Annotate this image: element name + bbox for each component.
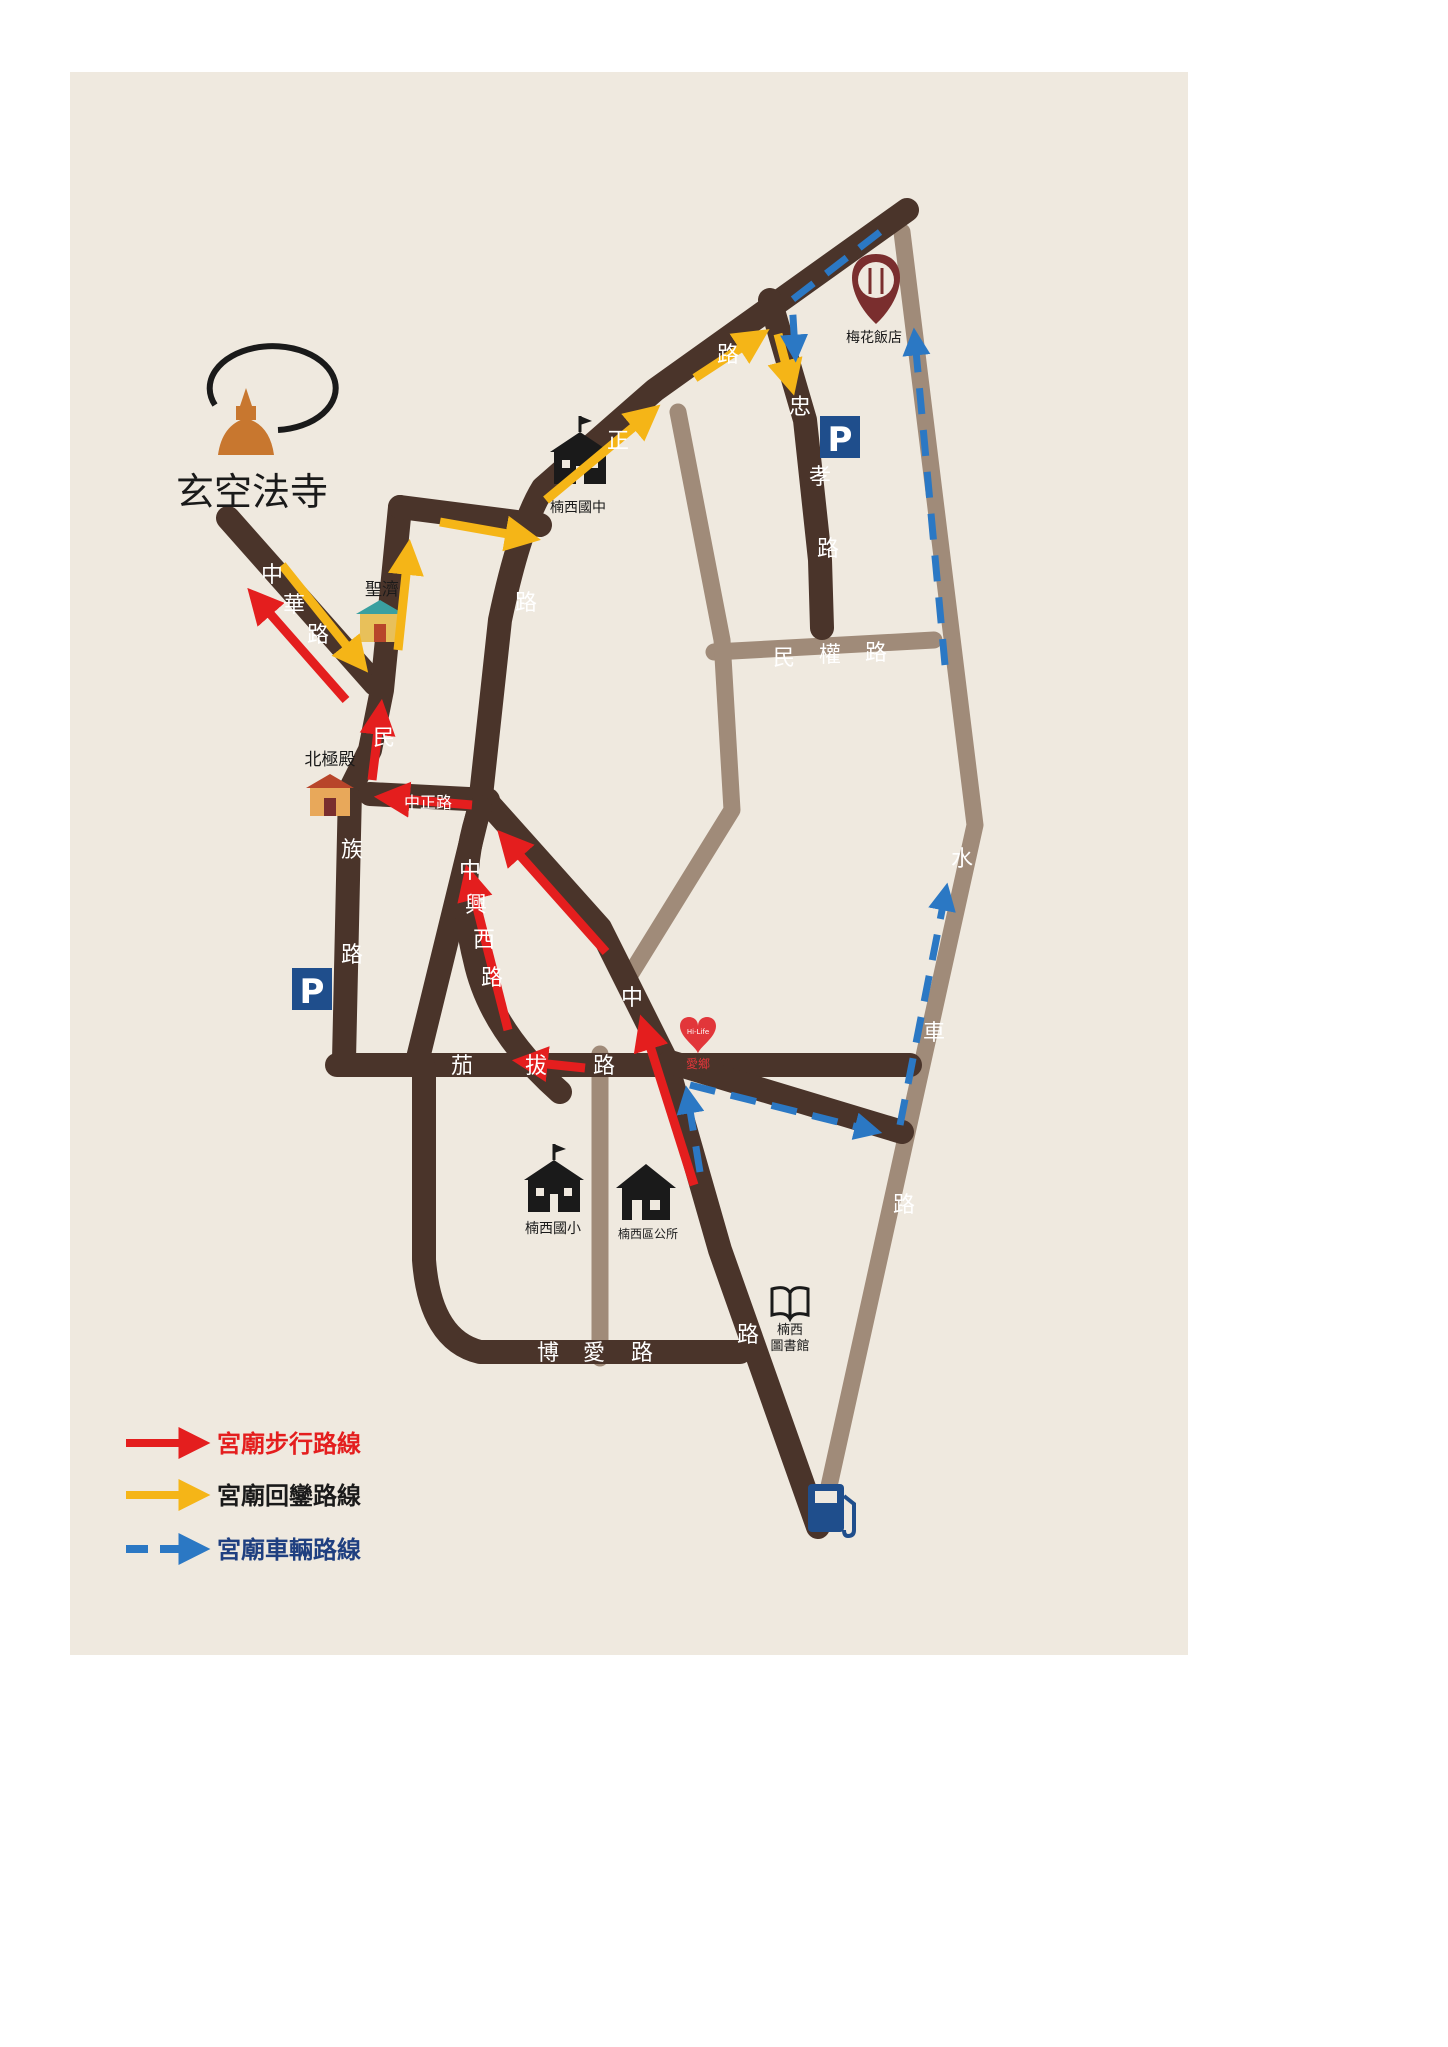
vehicle-path-east bbox=[902, 327, 949, 666]
office-icon bbox=[616, 1164, 676, 1220]
road-label: 路 bbox=[737, 1323, 759, 1348]
walking-arrow bbox=[457, 864, 513, 1032]
road-label: 路 bbox=[893, 1193, 915, 1218]
walking-arrow bbox=[373, 781, 473, 818]
road-label: 中 bbox=[621, 986, 643, 1011]
procession-arrow bbox=[439, 515, 541, 552]
road-label: 正 bbox=[607, 429, 629, 454]
minor-roads bbox=[591, 223, 984, 1536]
road-label: 路 bbox=[481, 966, 503, 991]
road-label: 拔 bbox=[525, 1054, 547, 1079]
book-icon bbox=[770, 1286, 810, 1323]
shop-logo-text: Hi-Life bbox=[687, 1028, 709, 1036]
parking-label-top: P bbox=[828, 420, 853, 460]
legend-label-vehicle: 宮廟車輛路線 bbox=[217, 1535, 361, 1564]
temple-shengji-icon bbox=[356, 600, 404, 642]
road-label: 路 bbox=[515, 591, 537, 616]
road-label: 民 bbox=[373, 726, 395, 751]
procession-arrow bbox=[543, 404, 661, 504]
road-label: 車 bbox=[923, 1021, 945, 1046]
map-background bbox=[70, 72, 1188, 1655]
legend: 宮廟步行路線 宮廟回鑾路線 宮廟車輛路線 bbox=[126, 1427, 361, 1565]
road-boai-loop bbox=[412, 1056, 752, 1364]
vehicle-path-cross bbox=[689, 1081, 883, 1140]
vehicle-route bbox=[676, 229, 956, 1173]
walking-arrow bbox=[511, 1046, 586, 1082]
road-label: 路 bbox=[865, 641, 887, 666]
walking-route bbox=[247, 587, 699, 1187]
road-label: 博 bbox=[537, 1341, 559, 1366]
road-label: 路 bbox=[631, 1341, 653, 1366]
road-label: 路 bbox=[593, 1054, 615, 1079]
walking-arrow bbox=[247, 587, 350, 703]
road-label: 路 bbox=[817, 537, 839, 562]
road-label: 興 bbox=[465, 893, 487, 918]
road-label: 茄 bbox=[451, 1054, 473, 1079]
road-label: 路 bbox=[717, 343, 739, 368]
school-icon bbox=[524, 1144, 584, 1212]
walking-arrow bbox=[633, 1014, 699, 1187]
road-label: 忠 bbox=[789, 395, 811, 420]
road-label: 權 bbox=[819, 643, 841, 668]
district-office-label: 楠西區公所 bbox=[618, 1226, 678, 1241]
walking-arrow bbox=[497, 829, 610, 955]
temple-beiji-label: 北極殿 bbox=[305, 750, 356, 770]
parking-sign-left: P bbox=[292, 968, 332, 1012]
temple-beiji-icon bbox=[306, 774, 354, 816]
library-label-2: 圖書館 bbox=[770, 1339, 809, 1354]
legend-label-walk: 宮廟步行路線 bbox=[217, 1429, 361, 1458]
road-label: 中正路 bbox=[404, 793, 452, 812]
road-labels: 中 華 路 路 正 路 忠 孝 路 民 權 路 民 族 路 中正路 中 興 西 … bbox=[261, 343, 973, 1366]
library-label-1: 楠西 bbox=[777, 1323, 803, 1338]
procession-arrow bbox=[692, 329, 770, 382]
parking-sign-top: P bbox=[820, 416, 860, 460]
road-label: 西 bbox=[473, 928, 495, 953]
road-label: 華 bbox=[283, 593, 305, 618]
road-label: 中 bbox=[261, 563, 283, 588]
road-label: 愛 bbox=[583, 1341, 605, 1366]
road-label: 孝 bbox=[809, 465, 831, 490]
walking-arrow bbox=[359, 698, 396, 781]
school-top-label: 楠西國中 bbox=[550, 500, 606, 516]
procession-route bbox=[278, 329, 803, 673]
school-bottom-label: 楠西國小 bbox=[525, 1221, 581, 1237]
road-label: 中 bbox=[459, 859, 481, 884]
road-inner-west bbox=[621, 403, 741, 984]
procession-arrow bbox=[388, 538, 424, 651]
gas-pump-icon bbox=[808, 1484, 856, 1539]
temple-name: 玄空法寺 bbox=[176, 470, 328, 514]
road-label: 路 bbox=[307, 623, 329, 648]
temple-shengji-label: 聖濟 bbox=[365, 580, 399, 600]
legend-label-procession: 宮廟回鑾路線 bbox=[217, 1481, 361, 1510]
vehicle-path-north bbox=[780, 229, 883, 363]
shop-label: 愛鄉 bbox=[686, 1057, 710, 1071]
restaurant-label: 梅花飯店 bbox=[846, 329, 902, 346]
road-minquan bbox=[705, 631, 943, 661]
road-label: 族 bbox=[341, 838, 363, 863]
parking-label-left: P bbox=[300, 972, 325, 1012]
road-label: 水 bbox=[951, 847, 973, 872]
road-label: 路 bbox=[341, 943, 363, 968]
road-label: 民 bbox=[773, 646, 795, 671]
temple-dome-icon bbox=[206, 343, 339, 455]
procession-arrow bbox=[278, 562, 369, 673]
vehicle-path-up bbox=[676, 1085, 705, 1173]
shop-heart-icon: Hi-Life bbox=[680, 1017, 716, 1054]
road-shuiche bbox=[811, 223, 984, 1536]
restaurant-pin-icon bbox=[852, 254, 900, 324]
